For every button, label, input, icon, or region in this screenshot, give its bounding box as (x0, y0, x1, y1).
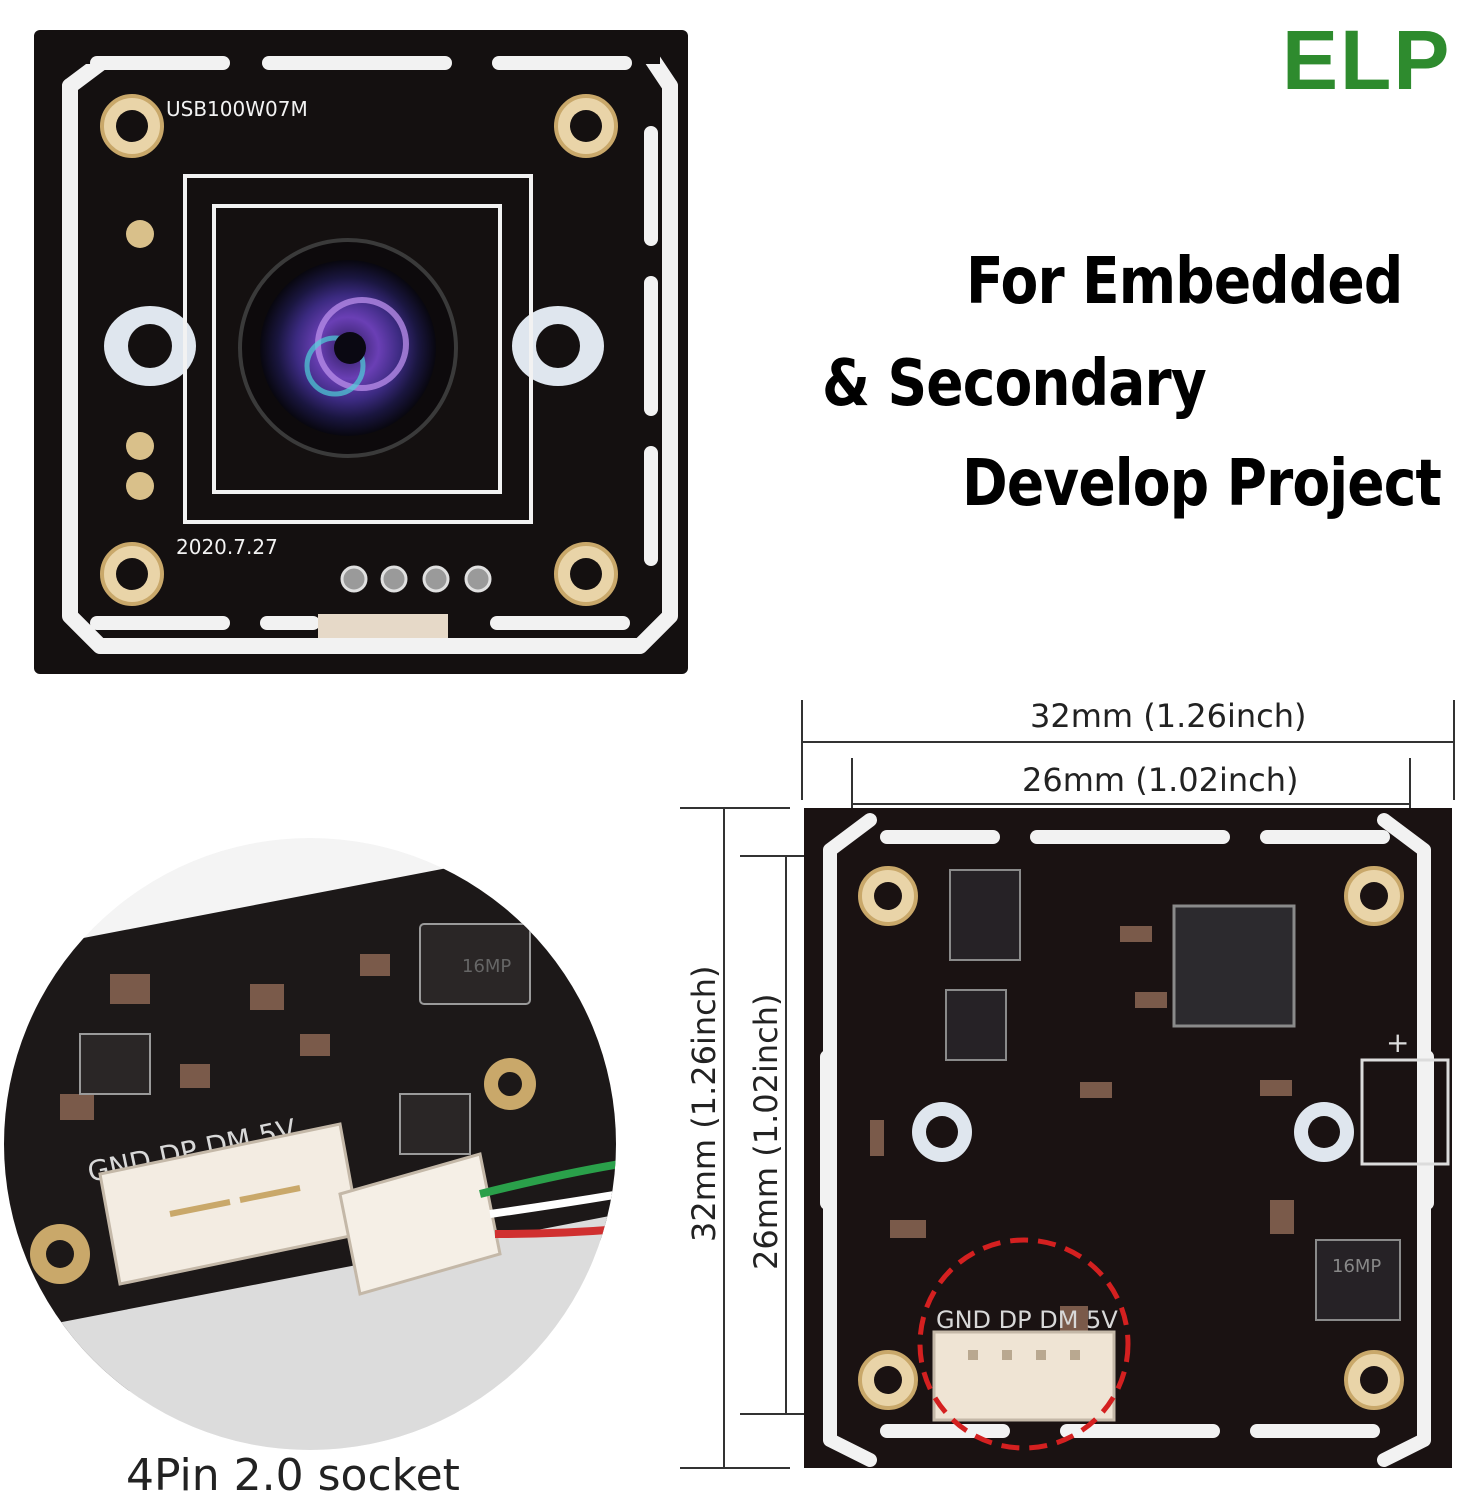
tagline-line-2: & Secondary (822, 347, 1207, 421)
socket-caption: 4Pin 2.0 socket (126, 1450, 460, 1501)
tagline-line-1: For Embedded (966, 245, 1403, 319)
diagram-pin-labels: GND DP DM 5V (936, 1306, 1118, 1334)
diagram-plus-sign: + (1386, 1026, 1409, 1059)
tagline-line-3: Develop Project (962, 447, 1442, 521)
height-outer-label: 32mm (1.26inch) (685, 965, 723, 1243)
width-inner-label: 26mm (1.02inch) (1022, 761, 1299, 799)
brand-logo: ELP (1282, 13, 1452, 107)
diagram-chip-label: 16MP (1332, 1256, 1381, 1277)
date-label: 2020.7.27 (176, 535, 278, 559)
closeup-chip-label: 16MP (462, 956, 511, 977)
camera-module-front-photo: USB100W07M 2020.7.27 (34, 30, 688, 674)
height-inner-label: 26mm (1.02inch) (747, 993, 785, 1271)
socket-highlight-circle (917, 1237, 1131, 1451)
dimension-diagram: 16MP + GND DP DM 5V (680, 700, 1455, 1469)
width-outer-label: 32mm (1.26inch) (1030, 697, 1307, 735)
model-label: USB100W07M (166, 97, 308, 121)
socket-closeup-photo: 16MP GND DP DM 5V (4, 838, 616, 1450)
